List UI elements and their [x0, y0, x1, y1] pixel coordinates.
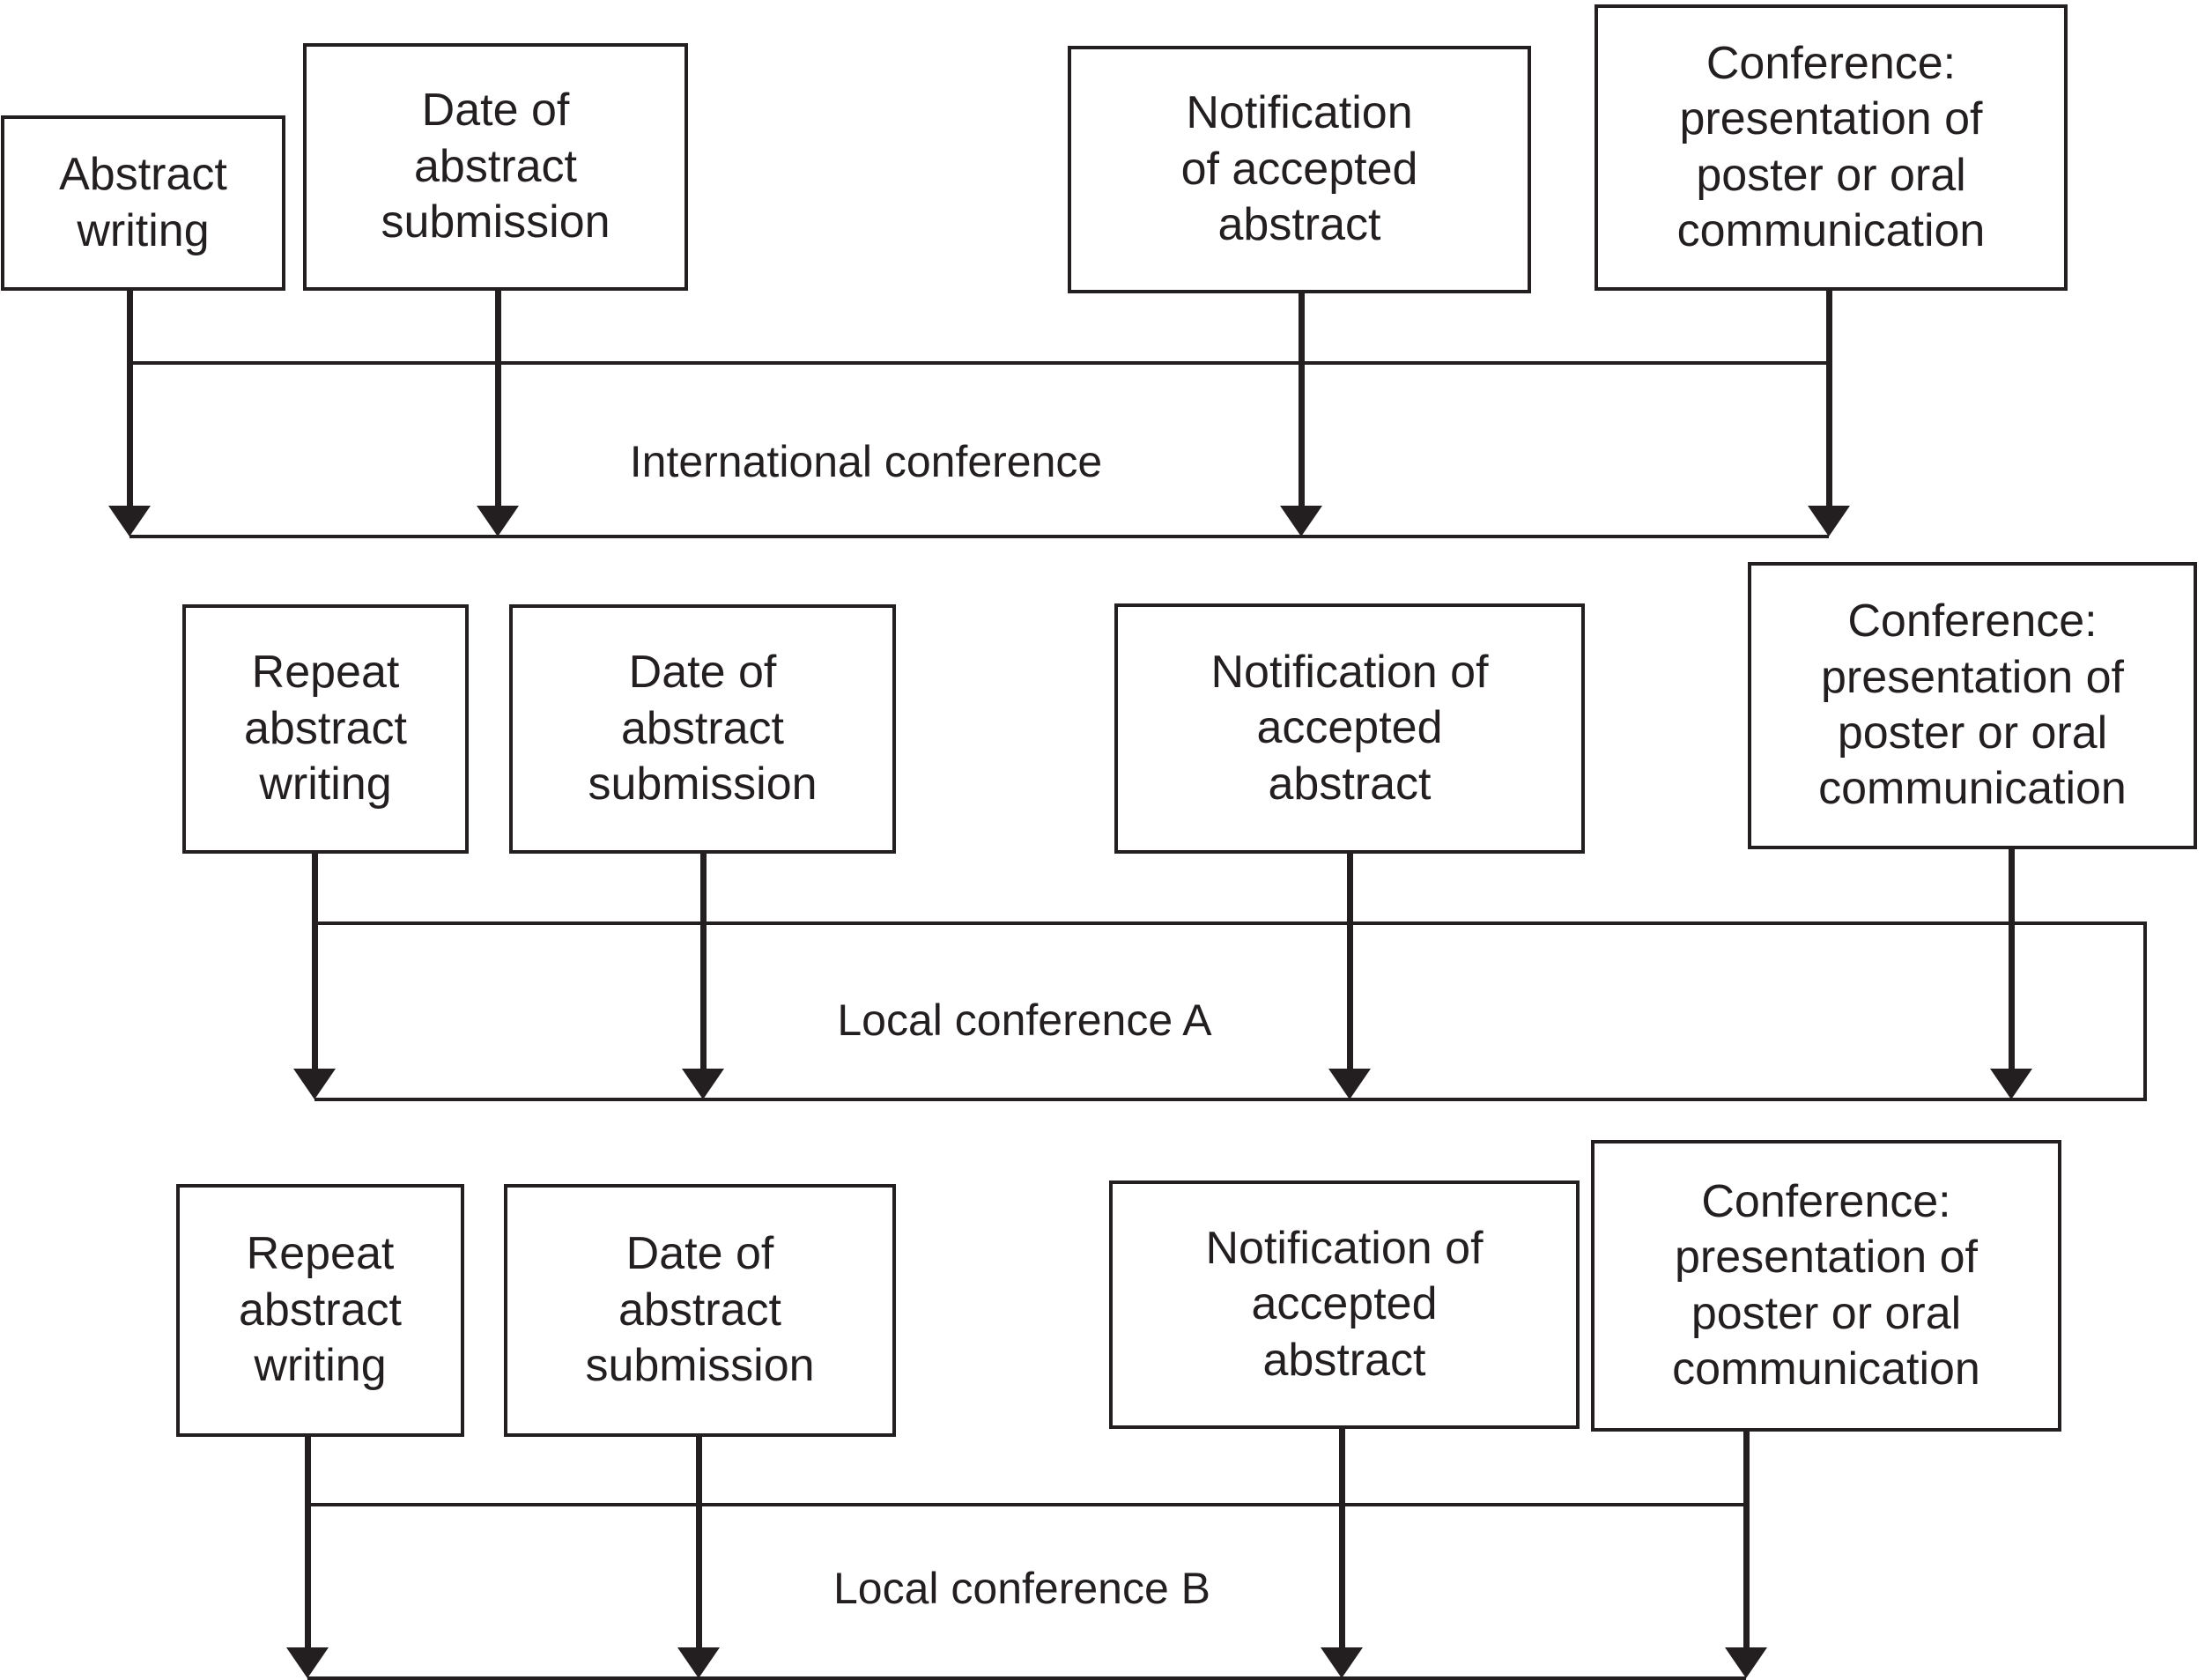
arrow-localA-2-shaft — [700, 850, 707, 1073]
timeline-localA-top-line — [314, 921, 2147, 925]
box-localB-abstract-submission-date: Date of abstract submission — [504, 1184, 896, 1437]
box-intl-conference-presentation: Conference: presentation of poster or or… — [1595, 4, 2068, 291]
box-intl-abstract-writing: Abstract writing — [1, 115, 285, 291]
arrow-intl-1-shaft — [127, 287, 133, 510]
timeline-localA-bottom-line — [314, 1098, 2147, 1101]
box-localB-conference-presentation: Conference: presentation of poster or or… — [1591, 1140, 2061, 1432]
box-localB-repeat-abstract-writing: Repeat abstract writing — [176, 1184, 464, 1437]
arrow-localA-4-head — [1990, 1069, 2032, 1099]
box-localA-notification-accepted: Notification of accepted abstract — [1114, 603, 1585, 854]
arrow-localB-1-shaft — [305, 1433, 311, 1652]
arrow-localA-3-head — [1328, 1069, 1371, 1099]
timeline-localA-label: Local conference A — [837, 995, 1212, 1045]
arrow-localB-4-shaft — [1743, 1428, 1750, 1652]
box-localB-notification-accepted: Notification of accepted abstract — [1109, 1180, 1580, 1429]
arrow-localB-3-shaft — [1339, 1425, 1345, 1652]
arrow-localB-1-head — [286, 1647, 329, 1678]
arrow-intl-3-head — [1280, 506, 1322, 537]
arrow-localA-3-shaft — [1347, 850, 1353, 1073]
timeline-localB-label: Local conference B — [832, 1564, 1211, 1613]
arrow-localB-2-shaft — [696, 1433, 702, 1652]
arrow-intl-2-head — [477, 506, 519, 537]
arrow-intl-3-shaft — [1299, 292, 1305, 510]
arrow-localB-4-head — [1725, 1647, 1767, 1678]
timeline-international-label: International conference — [629, 437, 1103, 486]
box-intl-abstract-submission-date: Date of abstract submission — [303, 43, 688, 291]
arrow-localA-4-shaft — [2009, 846, 2015, 1073]
timeline-localA-right-edge — [2143, 921, 2147, 1101]
arrow-localB-2-head — [677, 1647, 720, 1678]
timeline-international-bottom-line — [129, 535, 1829, 538]
arrow-localB-3-head — [1321, 1647, 1363, 1678]
timeline-localB-top-line — [307, 1503, 1746, 1506]
box-localA-abstract-submission-date: Date of abstract submission — [509, 604, 896, 854]
arrow-intl-2-shaft — [495, 287, 501, 510]
box-localA-repeat-abstract-writing: Repeat abstract writing — [182, 604, 469, 854]
arrow-intl-1-head — [108, 506, 151, 537]
box-localA-conference-presentation: Conference: presentation of poster or or… — [1748, 562, 2197, 849]
arrow-localA-1-head — [293, 1069, 336, 1099]
arrow-localA-2-head — [682, 1069, 724, 1099]
timeline-localB-bottom-line — [307, 1676, 1746, 1680]
timeline-international-top-line — [129, 361, 1829, 365]
arrow-intl-4-shaft — [1826, 289, 1832, 510]
arrow-intl-4-head — [1808, 506, 1850, 537]
box-intl-notification-accepted: Notification of accepted abstract — [1068, 46, 1531, 293]
arrow-localA-1-shaft — [312, 850, 318, 1073]
